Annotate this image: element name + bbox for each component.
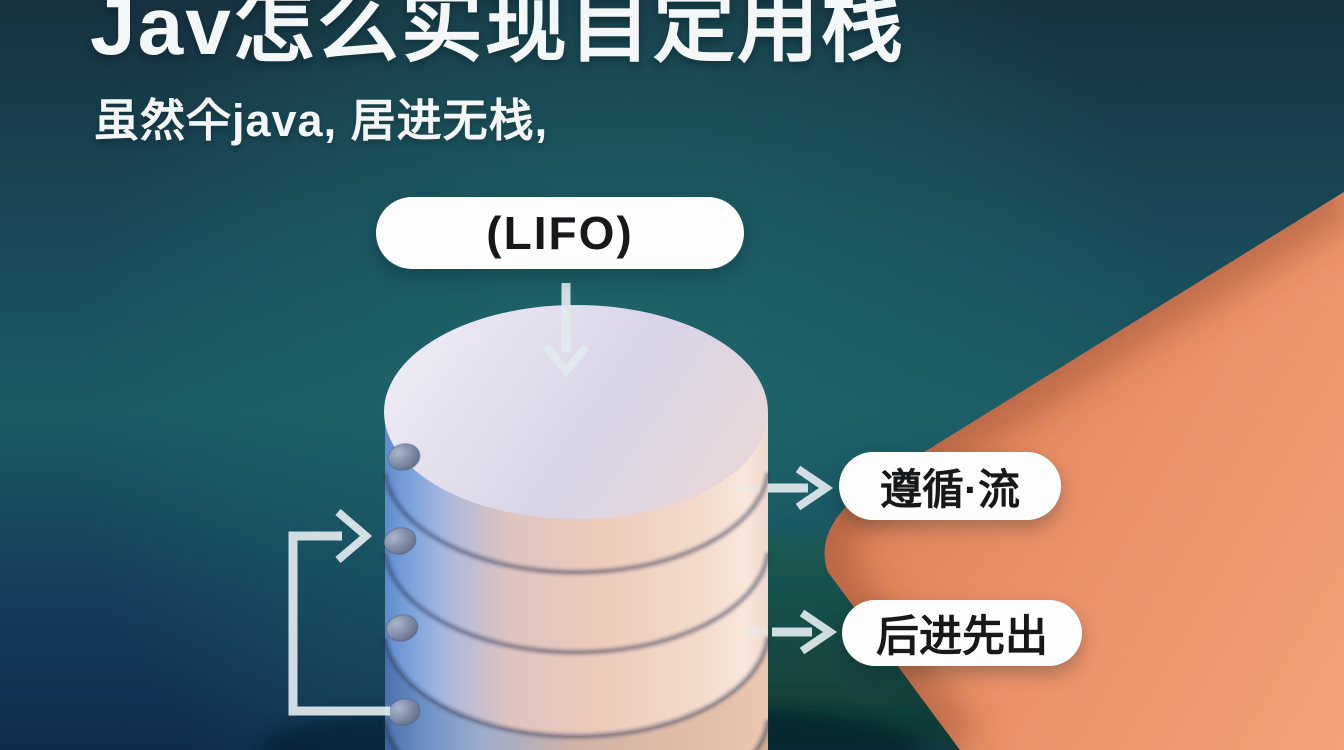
- last-in-first-out-callout: 后进先出: [842, 600, 1082, 666]
- stack-crevices: [382, 472, 771, 750]
- loop-arrow-icon: [288, 508, 390, 716]
- stack-disc-side-3: [385, 553, 768, 737]
- stack-knob-3: [385, 614, 419, 642]
- lifo-callout: (LIFO): [376, 197, 744, 269]
- poster-title: Jav怎么实现目定用栈: [90, 0, 905, 72]
- stack-knob-1: [387, 443, 421, 471]
- stack-disc-side-4: [385, 637, 768, 750]
- stack-knob-2: [383, 527, 417, 555]
- stack-disc-side-1: [385, 412, 768, 573]
- poster-subtitle: 虽然仐java, 居进无栈,: [94, 95, 549, 146]
- database-stack-3d: [382, 305, 771, 750]
- arrow-right-icon-1: [737, 465, 834, 511]
- stack-knobs: [383, 443, 421, 726]
- stack-disc-side-2: [385, 473, 768, 653]
- arrow-down-icon: [542, 283, 590, 378]
- arrow-right-icon-2: [744, 609, 838, 655]
- follow-rule-callout: 遵循·流: [839, 452, 1061, 520]
- stack-disc-top-face: [384, 305, 768, 519]
- stack-knob-4: [387, 698, 421, 726]
